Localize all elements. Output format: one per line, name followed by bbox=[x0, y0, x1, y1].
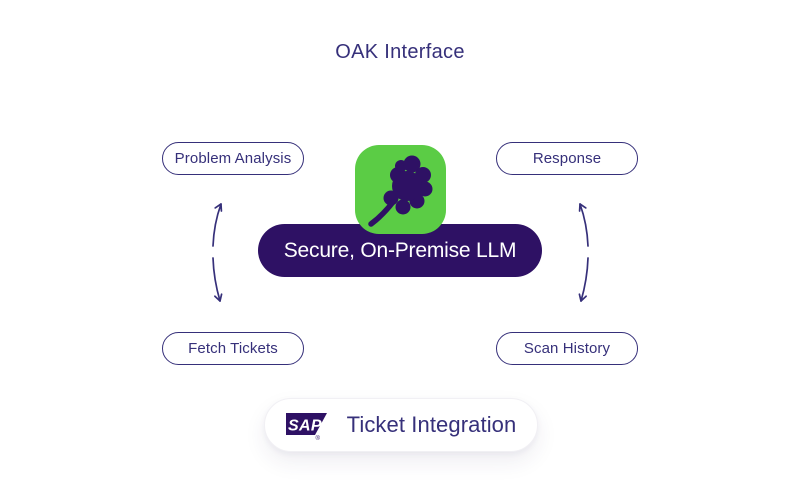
bidirectional-arrow-right-icon bbox=[578, 203, 589, 302]
node-fetch-tickets-label: Fetch Tickets bbox=[188, 340, 278, 357]
center-llm-label: Secure, On-Premise LLM bbox=[283, 238, 517, 262]
oak-leaf-icon bbox=[355, 145, 446, 234]
node-problem-analysis: Problem Analysis bbox=[162, 142, 304, 175]
node-response-label: Response bbox=[532, 150, 602, 167]
node-response: Response bbox=[496, 142, 638, 175]
ticket-integration-label: Ticket Integration bbox=[346, 412, 517, 437]
ticket-integration-card: SAP ® Ticket Integration bbox=[264, 398, 538, 452]
sap-logo-text: SAP bbox=[288, 417, 322, 434]
bidirectional-arrow-left-icon bbox=[212, 203, 223, 302]
node-problem-analysis-label: Problem Analysis bbox=[174, 150, 292, 167]
oak-app-icon bbox=[355, 145, 446, 234]
page-title: OAK Interface bbox=[335, 41, 465, 63]
sap-logo-icon: SAP ® bbox=[285, 412, 327, 441]
node-scan-history-label: Scan History bbox=[523, 340, 611, 357]
node-scan-history: Scan History bbox=[496, 332, 638, 365]
node-fetch-tickets: Fetch Tickets bbox=[162, 332, 304, 365]
sap-registered-mark: ® bbox=[315, 435, 320, 441]
